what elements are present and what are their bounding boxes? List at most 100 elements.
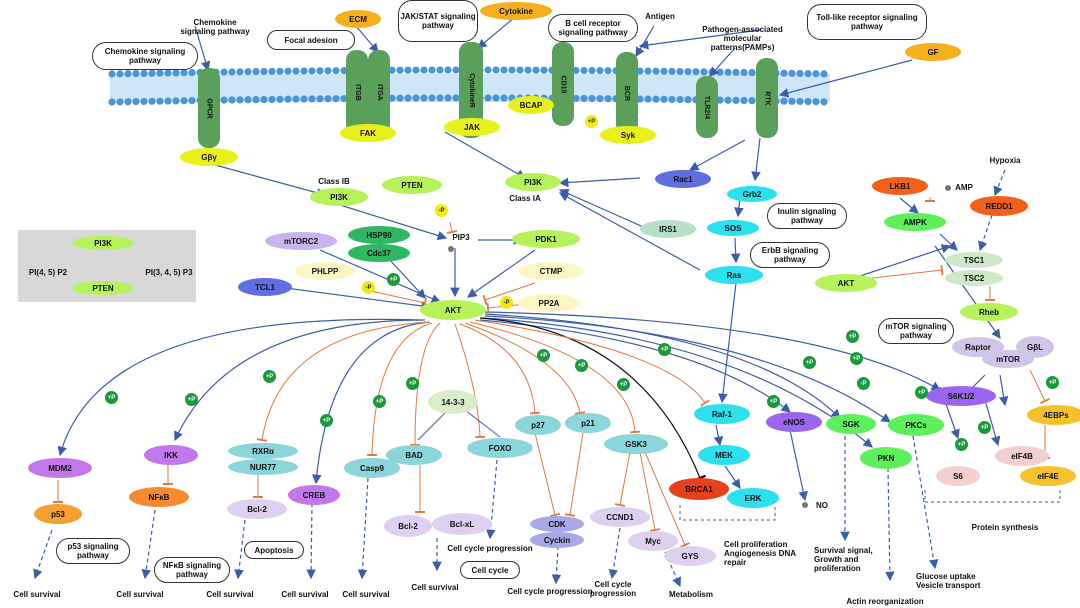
- lipid-head: [148, 69, 156, 77]
- lipid-head: [220, 96, 228, 104]
- lipid-head: [452, 94, 460, 102]
- cd19-receptor: CD19: [552, 42, 574, 126]
- lipid-head: [660, 95, 668, 103]
- lipid-head: [820, 70, 828, 78]
- lipid-head: [788, 97, 796, 105]
- mtorc2-node: mTORC2: [265, 232, 337, 250]
- insulin-pathway-box: Inulin signaling pathway: [767, 203, 847, 229]
- lipid-head: [652, 95, 660, 103]
- lipid-head: [180, 97, 188, 105]
- lipid-head: [780, 69, 788, 77]
- jak-node: JAK: [444, 118, 500, 136]
- lipid-head: [300, 67, 308, 75]
- creb-node: CREB: [288, 485, 340, 505]
- phospho-pkcs: +P: [846, 330, 859, 343]
- lipid-head: [420, 66, 428, 74]
- phospho-enos: +P: [767, 395, 780, 408]
- lipid-head: [420, 94, 428, 102]
- lipid-head: [228, 96, 236, 104]
- cyclin-node: Cyckin: [530, 532, 584, 548]
- pp2a-node: PP2A: [518, 294, 580, 312]
- lipid-head: [740, 96, 748, 105]
- lipid-head: [276, 67, 284, 75]
- lipid-head: [572, 94, 580, 103]
- lipid-head: [244, 68, 252, 76]
- akt-mtor-node: AKT: [815, 274, 877, 292]
- outcome-protein-synthesis: Protein synthesis: [971, 523, 1039, 532]
- ccnd1-node: CCND1: [590, 507, 650, 527]
- phospho-hsp90: +P: [387, 273, 400, 286]
- lipid-head: [284, 67, 292, 75]
- lipid-head: [292, 67, 300, 75]
- lipid-head: [108, 98, 116, 106]
- lipid-head: [228, 68, 236, 76]
- class-ia-label: Class IA: [509, 194, 541, 203]
- bcap-node: BCAP: [508, 96, 554, 114]
- lipid-head: [452, 66, 460, 74]
- lipid-head: [292, 95, 300, 103]
- ras-node: Ras: [705, 266, 763, 284]
- outcome-survival-3: Cell survival: [206, 590, 254, 599]
- pi3k-node: PI3K: [505, 173, 561, 191]
- lipid-head: [316, 67, 324, 75]
- lipid-head: [140, 97, 148, 106]
- lipid-head: [140, 69, 148, 78]
- lipid-head: [636, 95, 644, 103]
- phospho-raf1: +P: [658, 343, 671, 356]
- lipid-head: [692, 68, 700, 76]
- lipid-head: [388, 66, 396, 74]
- lipid-head: [276, 95, 284, 103]
- no-label: NO: [816, 501, 828, 510]
- cell-cycle-box: Cell cycle: [460, 561, 520, 579]
- phospho-4ebps: +P: [1046, 376, 1059, 389]
- lipid-head: [116, 70, 124, 78]
- lipid-head: [268, 67, 276, 76]
- p27-node: p27: [515, 415, 561, 435]
- dephospho-pten: -P: [435, 204, 448, 217]
- gf-node: GF: [905, 43, 961, 61]
- lipid-head: [684, 96, 692, 104]
- lipid-head: [540, 66, 548, 74]
- phospho-s6: +P: [955, 438, 968, 451]
- lipid-head: [532, 66, 540, 74]
- antigen-label: Antigen: [645, 12, 675, 21]
- lipid-head: [500, 94, 508, 102]
- lipid-head: [508, 66, 516, 74]
- jak-stat-pathway-box: JAK/STAT signaling pathway: [398, 0, 478, 42]
- gby-node: Gβγ: [180, 148, 238, 166]
- chemokine-pathway-box: Chemokine signaling pathway: [92, 42, 198, 70]
- lipid-head: [388, 94, 396, 102]
- lipid-head: [428, 66, 436, 74]
- lipid-head: [492, 66, 500, 74]
- group-brackets: [679, 490, 1061, 521]
- tcl1-node: TCL1: [238, 278, 292, 296]
- phospho-casp9: +P: [373, 395, 386, 408]
- lipid-head: [644, 67, 652, 75]
- myc-node: Myc: [628, 531, 678, 551]
- outcome-proliferation: Cell proliferation Angiogenesis DNA repa…: [724, 540, 796, 567]
- enos-node: eNOS: [766, 412, 822, 432]
- lipid-head: [572, 66, 580, 75]
- lipid-head: [812, 70, 820, 78]
- phospho-bad: +P: [406, 377, 419, 390]
- eif4b-node: eIF4B: [995, 446, 1049, 466]
- inhibition-lines: [53, 197, 1050, 548]
- pkn-node: PKN: [860, 447, 912, 469]
- lipid-head: [644, 95, 652, 103]
- erbb-pathway-box: ErbB signaling pathway: [750, 242, 830, 268]
- lipid-head: [724, 68, 732, 76]
- focal-adhesion-box: Focal adesion: [267, 30, 355, 50]
- lipid-head: [716, 96, 724, 104]
- dephospho-phlpp: -P: [362, 281, 375, 294]
- lipid-head: [284, 95, 292, 103]
- mtor-pathway-box: mTOR signaling pathway: [878, 318, 954, 344]
- lipid-head: [596, 95, 604, 103]
- cytokine-node: Cytokine: [480, 2, 552, 20]
- lipid-head: [820, 98, 828, 106]
- outcome-cell-cycle-2: Cell cycle progression: [507, 587, 593, 596]
- lipid-head: [412, 66, 420, 74]
- tsc2-node: TSC2: [945, 270, 1003, 286]
- mdm2-node: MDM2: [28, 458, 92, 478]
- dephospho-pp2a: -P: [500, 296, 513, 309]
- lipid-head: [588, 66, 596, 75]
